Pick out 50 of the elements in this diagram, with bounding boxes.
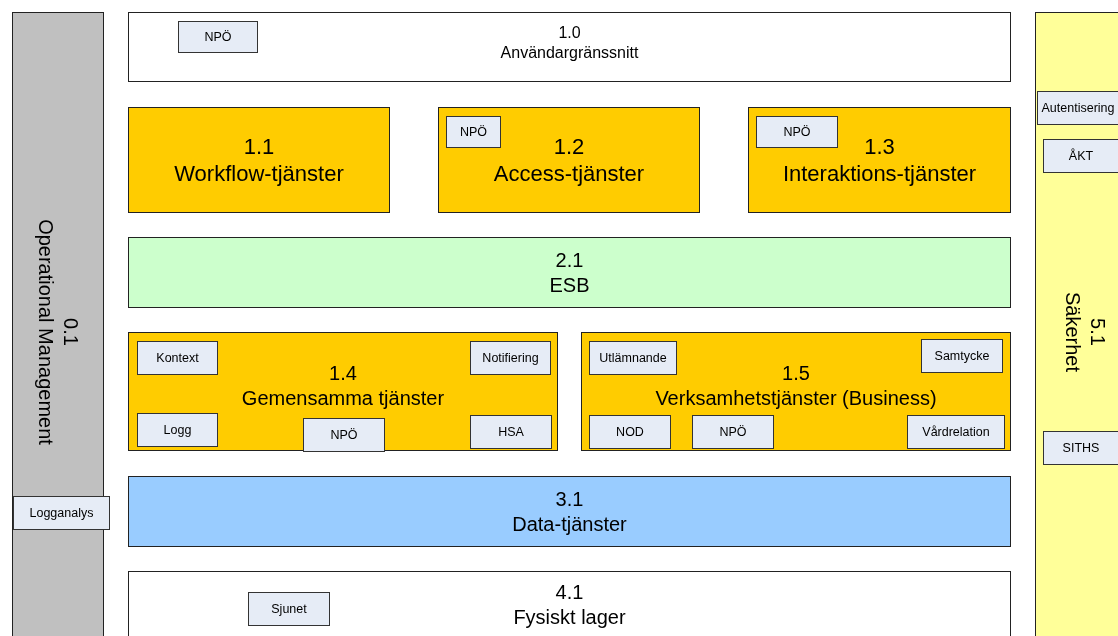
layer-title: Verksamhetstjänster (Business) [655,385,937,411]
layer-number: 5.1 [1086,318,1110,346]
layer-number: 1.2 [553,132,585,160]
tag-box: Sjunet [248,592,330,626]
layer-title: Data-tjänster [512,511,627,537]
layer-number: 0.1 [59,318,83,346]
layer-box [128,12,1011,82]
tag-box: NPÖ [178,21,258,53]
layer-number: 1.4 [329,360,357,386]
tag-box: Samtycke [921,339,1003,373]
layer-number: 4.1 [555,580,584,605]
layer-number: 1.5 [782,360,810,386]
tag-box: NPÖ [446,116,501,148]
layer-box [581,332,1011,451]
layer-number: 1.0 [558,23,581,43]
layer-box [128,332,558,451]
layer-title: Access-tjänster [493,160,645,188]
layer-box [438,107,700,213]
layer-number: 1.3 [864,132,895,160]
tag-box: ÅKT [1043,139,1118,173]
layer-title: Operational Management [34,219,58,445]
layer-box [128,237,1011,308]
layer-number: 2.1 [555,247,584,273]
layer-title: Användargränssnitt [500,43,639,63]
layer-title: Interaktions-tjänster [782,160,977,188]
tag-box: NPÖ [756,116,838,148]
tag-box: Kontext [137,341,218,375]
layer-box [128,571,1011,636]
tag-box: NPÖ [303,418,385,452]
layer-number: 3.1 [555,486,584,512]
tag-box: Logg [137,413,218,447]
layer-title: Workflow-tjänster [174,160,344,188]
layer-box [128,476,1011,547]
tag-box: Utlämnande [589,341,677,375]
tag-box: Logganalys [13,496,110,530]
layer-number: 1.1 [243,132,275,160]
layer-title: ESB [549,272,590,298]
tag-box: NPÖ [692,415,774,449]
tag-box: Notifiering [470,341,551,375]
layer-box [748,107,1011,213]
tag-box: NOD [589,415,671,449]
layer-title: Säkerhet [1061,291,1085,373]
layer-title: Gemensamma tjänster [241,385,445,411]
tag-box: SITHS [1043,431,1118,465]
side-panel [1035,12,1118,636]
tag-box: HSA [470,415,552,449]
tag-box: Autentisering [1037,91,1118,125]
tag-box: Vårdrelation [907,415,1005,449]
layer-box [128,107,390,213]
layer-title: Fysiskt lager [513,605,626,630]
